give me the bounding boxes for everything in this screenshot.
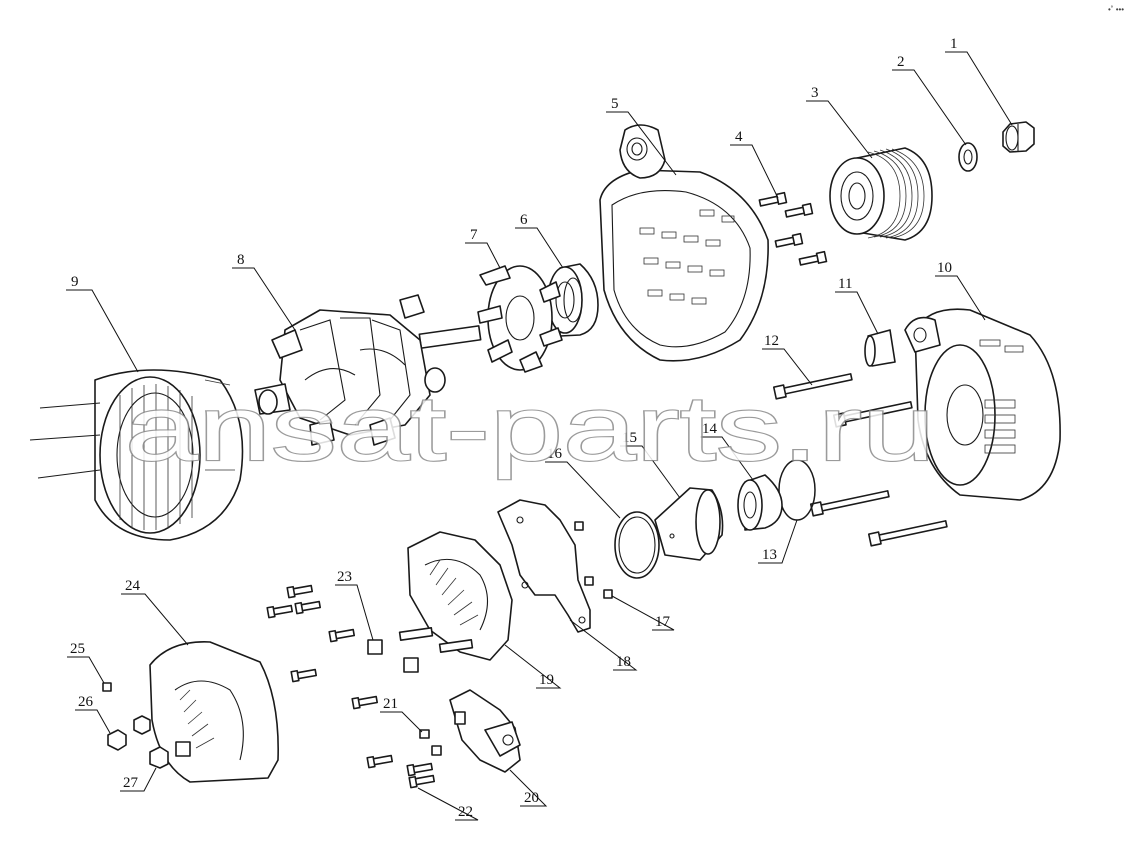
- part-21-nuts: [419, 729, 442, 756]
- part-12-through-bolts: [772, 373, 948, 547]
- leader-lines: [66, 51, 1013, 821]
- part-11-bushing: [864, 329, 896, 367]
- callout-22: 22: [458, 804, 473, 820]
- callout-11: 11: [838, 276, 852, 292]
- callout-18: 18: [616, 654, 631, 670]
- callout-24: 24: [125, 578, 141, 594]
- part-4-screws: [758, 191, 828, 266]
- callout-26: 26: [78, 694, 94, 710]
- callout-27: 27: [123, 775, 139, 791]
- callout-7: 7: [470, 227, 478, 243]
- part-10-slip-ring-end-housing: [904, 308, 1061, 501]
- part-24-rear-cover: [149, 641, 279, 783]
- callout-6: 6: [520, 212, 528, 228]
- part-23-screws-spacers: [266, 584, 419, 683]
- callout-5: 5: [611, 96, 619, 112]
- part-17-screws: [574, 521, 613, 599]
- callout-10: 10: [937, 260, 952, 276]
- callout-14: 14: [702, 421, 718, 437]
- part-14-rear-bearing: [737, 474, 783, 531]
- part-20-voltage-regulator: [449, 689, 521, 773]
- callout-3: 3: [811, 85, 819, 101]
- callout-21: 21: [383, 696, 398, 712]
- callout-25: 25: [70, 641, 85, 657]
- callout-4: 4: [735, 129, 743, 145]
- callout-12: 12: [764, 333, 779, 349]
- part-8-rotor: [254, 294, 482, 446]
- part-25-bolt: [102, 682, 112, 692]
- part-7-fan: [477, 265, 563, 373]
- callout-9: 9: [71, 274, 79, 290]
- callout-23: 23: [337, 569, 352, 585]
- part-18-insulating-plate: [497, 499, 591, 633]
- watermark-text: ansat-parts.ru: [125, 378, 935, 480]
- callout-2: 2: [897, 54, 905, 70]
- callout-19: 19: [539, 672, 554, 688]
- callout-13: 13: [762, 547, 777, 563]
- callout-16: 16: [547, 446, 563, 462]
- part-2-washer: [958, 142, 978, 172]
- part-19-rectifier: [398, 531, 513, 661]
- callout-1: 1: [950, 36, 958, 52]
- callout-8: 8: [237, 252, 245, 268]
- part-16-seal-ring: [614, 511, 660, 579]
- callout-20: 20: [524, 790, 539, 806]
- callout-labels: 1 2 3 4 5 6 7 8 9 10 11 12 13 14 15 16 1…: [70, 36, 958, 820]
- part-26-nut: [107, 715, 151, 751]
- callout-17: 17: [655, 614, 671, 630]
- part-9-stator: [29, 369, 244, 541]
- part-1-pulley-nut: [1002, 121, 1035, 153]
- part-3-pulley: [829, 147, 933, 241]
- corner-mark: •˚ •••: [1108, 5, 1124, 14]
- part-15-cover-cap: [654, 487, 724, 561]
- part-22-screws: [351, 695, 436, 789]
- part-6-bearing: [547, 263, 599, 337]
- part-5-drive-end-housing: [599, 124, 769, 362]
- callout-15: 15: [622, 430, 637, 446]
- part-27-nut: [149, 746, 169, 769]
